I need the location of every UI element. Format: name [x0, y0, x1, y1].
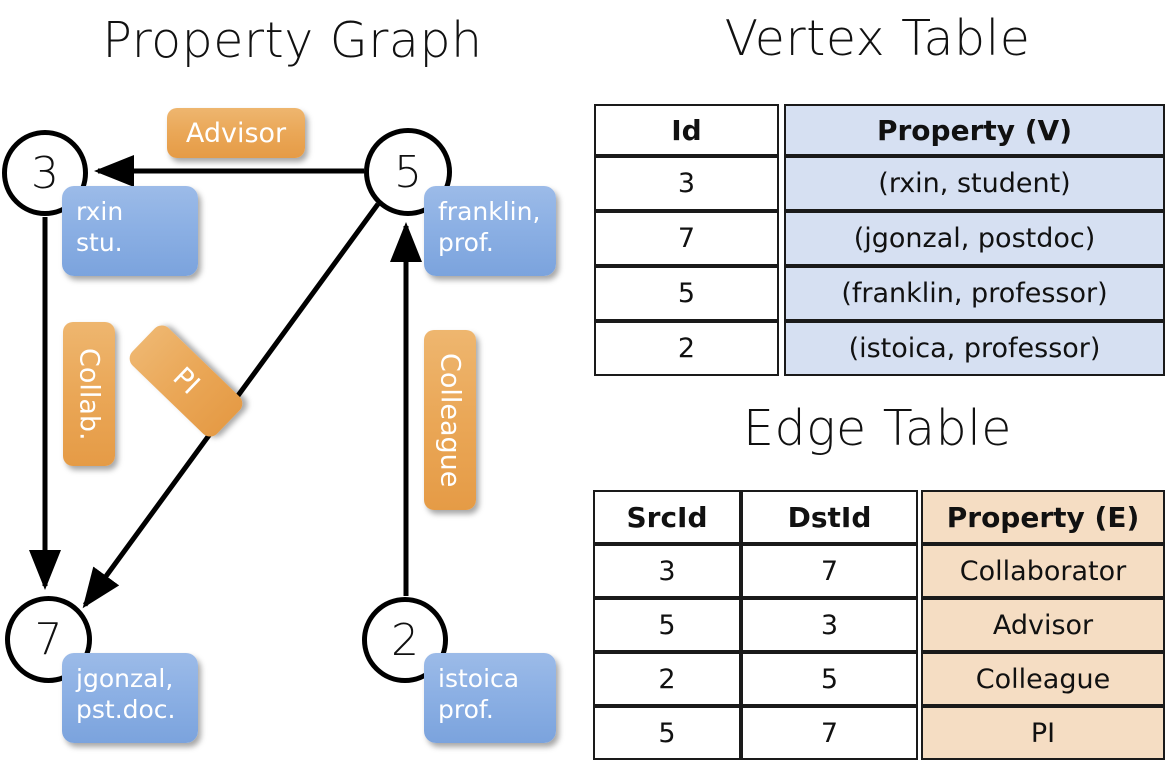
edge-table-header-dstid: DstId — [741, 490, 918, 544]
page-title-edge-table: Edge Table — [743, 400, 1012, 457]
edge-table-header-srcid: SrcId — [593, 490, 741, 544]
graph-node-5[interactable]: 5 — [364, 128, 452, 216]
graph-node-3-property-box[interactable]: rxin stu. — [62, 186, 198, 276]
edge-label-colleague-text: Colleague — [434, 352, 466, 488]
node-2-prop-line-2: prof. — [438, 695, 494, 725]
vertex-table-cell-id-1: 3 — [594, 156, 779, 211]
edge-label-collab-text: Collab. — [73, 347, 105, 441]
edge-label-advisor-text: Advisor — [185, 117, 287, 149]
edge-src-value: 5 — [658, 609, 676, 641]
vertex-property-value: (rxin, student) — [878, 168, 1071, 199]
edge-table-cell-property-4: PI — [921, 706, 1165, 760]
edge-property-value: Advisor — [992, 609, 1094, 641]
edge-property-value: Collaborator — [959, 555, 1127, 587]
edge-table-header-srcid-text: SrcId — [626, 500, 708, 534]
vertex-property-value: (jgonzal, postdoc) — [853, 223, 1096, 254]
page-title-property-graph: Property Graph — [102, 12, 483, 69]
edge-label-collab[interactable]: Collab. — [63, 322, 115, 466]
graph-node-7-property-box[interactable]: jgonzal, pst.doc. — [62, 653, 198, 743]
edge-table-cell-dst-3: 5 — [741, 652, 918, 706]
vertex-id-value: 2 — [677, 333, 696, 364]
edge-src-value: 3 — [658, 555, 676, 587]
edge-table-cell-dst-1: 7 — [741, 544, 918, 598]
property-graph-diagram: 3 5 7 2 rxin stu. franklin, prof. jgonza… — [2, 108, 556, 743]
edge-table-cell-dst-4: 7 — [741, 706, 918, 760]
graph-node-2[interactable]: 2 — [362, 597, 448, 683]
node-5-prop-line-2: prof. — [438, 228, 494, 258]
graph-node-2-property-box[interactable]: istoica prof. — [424, 653, 556, 743]
edge-dst-value: 5 — [820, 663, 839, 695]
edge-src-value: 2 — [658, 663, 676, 695]
node-2-prop-line-1: istoica — [438, 664, 520, 693]
vertex-property-value: (franklin, professor) — [841, 278, 1108, 309]
page-title-vertex-table: Vertex Table — [724, 10, 1031, 67]
edge-table-header-property-text: Property (E) — [946, 500, 1140, 534]
vertex-table-header-property-text: Property (V) — [876, 113, 1073, 147]
node-3-prop-line-2: stu. — [76, 228, 123, 258]
vertex-id-value: 7 — [677, 223, 696, 254]
vertex-id-value: 5 — [677, 278, 696, 309]
vertex-table-header-id-text: Id — [671, 113, 702, 147]
graph-node-3-label: 3 — [31, 147, 59, 199]
vertex-table-cell-id-2: 7 — [594, 211, 779, 266]
graph-node-2-label: 2 — [391, 614, 419, 666]
edge-label-advisor[interactable]: Advisor — [167, 108, 305, 158]
graph-node-7-label: 7 — [34, 614, 63, 665]
edge-table-cell-src-2: 5 — [593, 598, 741, 652]
node-3-prop-line-1: rxin — [76, 197, 124, 226]
edge-table-header-property: Property (E) — [921, 490, 1165, 544]
vertex-property-value: (istoica, professor) — [848, 333, 1101, 364]
edge-table-cell-property-2: Advisor — [921, 598, 1165, 652]
edge-src-value: 5 — [658, 717, 676, 749]
vertex-id-value: 3 — [677, 168, 696, 199]
node-7-prop-line-1: jgonzal, — [76, 664, 174, 693]
vertex-table-cell-id-3: 5 — [594, 266, 779, 321]
edge-dst-value: 7 — [820, 717, 839, 749]
edge-label-pi-text: PI — [166, 361, 206, 401]
edge-property-value: PI — [1030, 717, 1056, 749]
graph-node-5-label: 5 — [394, 146, 422, 198]
edge-table-cell-dst-2: 3 — [741, 598, 918, 652]
edge-table-cell-src-4: 5 — [593, 706, 741, 760]
vertex-table-cell-property-2: (jgonzal, postdoc) — [784, 211, 1165, 266]
edge-dst-value: 7 — [820, 555, 839, 587]
node-5-prop-line-1: franklin, — [438, 197, 541, 226]
vertex-table-cell-property-3: (franklin, professor) — [784, 266, 1165, 321]
vertex-table-cell-id-4: 2 — [594, 321, 779, 376]
edge-table-cell-property-1: Collaborator — [921, 544, 1165, 598]
graph-node-5-property-box[interactable]: franklin, prof. — [424, 186, 556, 276]
node-7-prop-line-2: pst.doc. — [76, 695, 176, 725]
vertex-table-cell-property-1: (rxin, student) — [784, 156, 1165, 211]
edge-label-colleague[interactable]: Colleague — [424, 330, 476, 510]
edge-dst-value: 3 — [820, 609, 839, 641]
vertex-table-cell-property-4: (istoica, professor) — [784, 321, 1165, 376]
vertex-table-header-id: Id — [594, 104, 779, 156]
edge-table-cell-property-3: Colleague — [921, 652, 1165, 706]
edge-table-header-dstid-text: DstId — [787, 500, 872, 534]
vertex-table-header-property: Property (V) — [784, 104, 1165, 156]
edge-table-cell-src-3: 2 — [593, 652, 741, 706]
edge-table-cell-src-1: 3 — [593, 544, 741, 598]
edge-property-value: Colleague — [975, 663, 1111, 695]
